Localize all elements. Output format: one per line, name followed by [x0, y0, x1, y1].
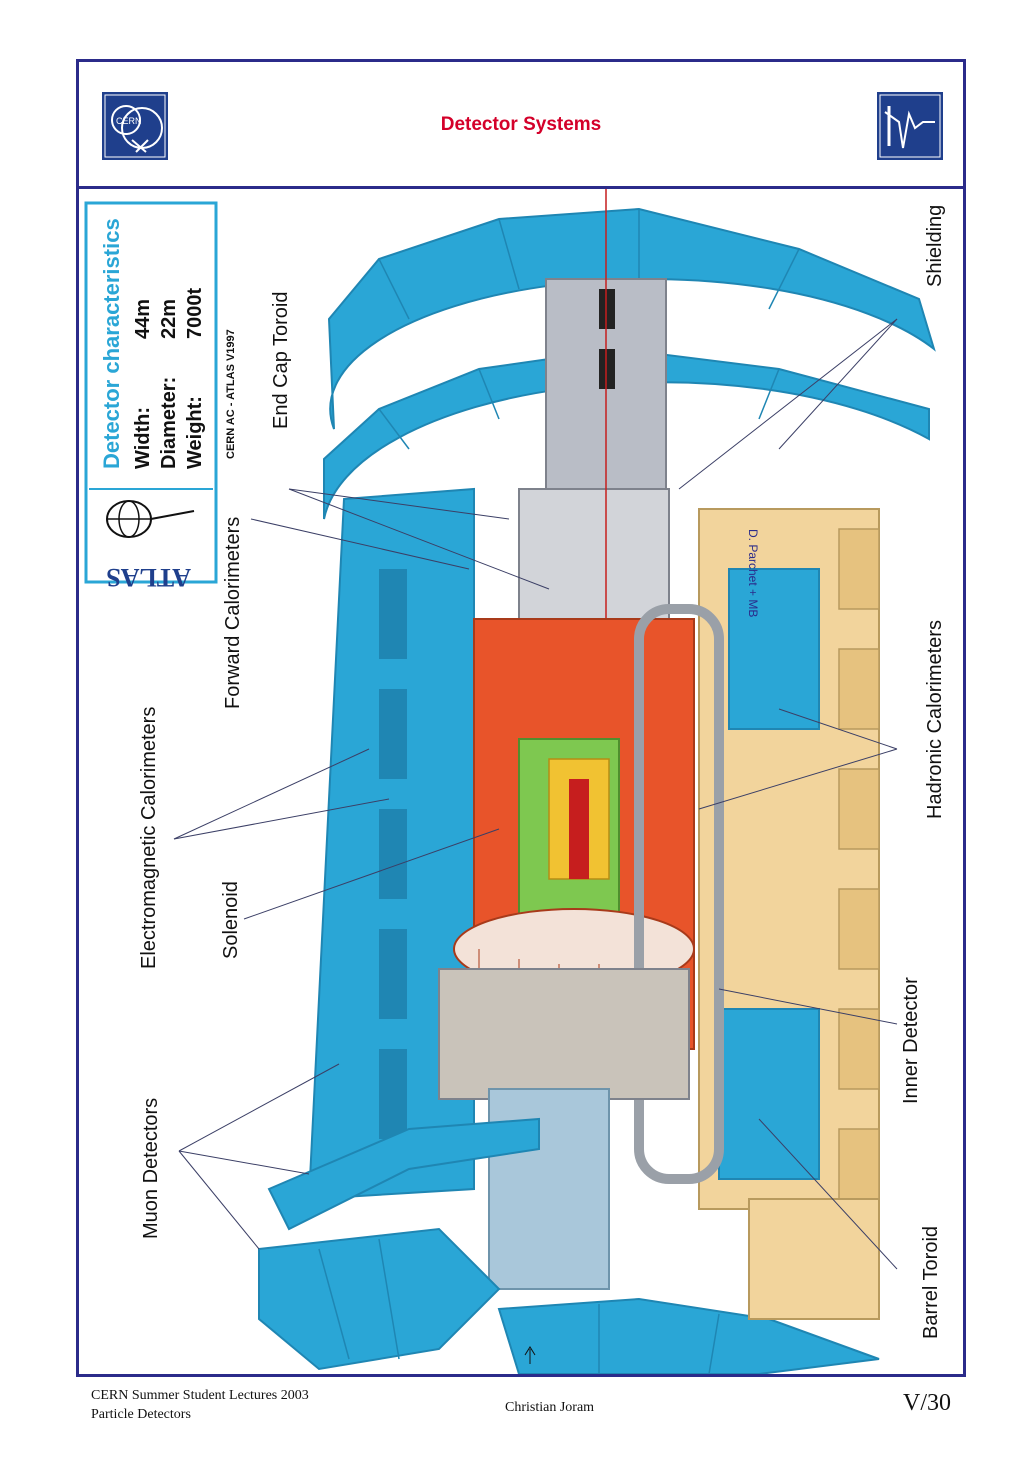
- label-electromagnetic-calorimeters: Electromagnetic Calorimeters: [138, 707, 160, 969]
- atlas-detector-diagram: Detector characteristics Width: 44m Diam…: [84, 189, 946, 1374]
- beam-pipe-bottom: [488, 1088, 610, 1290]
- slide-frame: CERN Detector Systems Detector character…: [76, 59, 966, 1377]
- label-end-cap-toroid: End Cap Toroid: [270, 292, 292, 430]
- info-row-width-label: Width:: [132, 407, 154, 469]
- info-row-width-value: 44m: [132, 299, 154, 339]
- label-hadronic-calorimeters: Hadronic Calorimeters: [924, 620, 946, 819]
- info-box-credit: CERN AC - ATLAS V1997: [225, 329, 237, 459]
- slide-header: CERN Detector Systems: [79, 62, 963, 189]
- detector-characteristics-box: Detector characteristics Width: 44m Diam…: [84, 201, 237, 592]
- page-title: Detector Systems: [440, 114, 602, 135]
- signal-pulse-logo-icon: [877, 92, 943, 160]
- footer-course: CERN Summer Student Lectures 2003 Partic…: [91, 1386, 309, 1424]
- shielding-bottom: [438, 968, 690, 1100]
- outer-muon-panels-right: [718, 568, 820, 1180]
- footer-line-2: Particle Detectors: [91, 1407, 191, 1422]
- info-row-diameter-value: 22m: [158, 299, 180, 339]
- label-shielding: Shielding: [924, 205, 946, 287]
- label-forward-calorimeters: Forward Calorimeters: [222, 517, 244, 709]
- cern-logo-text: CERN: [116, 116, 142, 126]
- artist-credit: D. Parchet + MB: [746, 529, 760, 617]
- cern-logo-icon: CERN: [102, 92, 168, 160]
- shielding-top: [518, 189, 670, 709]
- footer-author: Christian Joram: [505, 1400, 595, 1415]
- info-row-weight-value: 7000t: [184, 288, 206, 339]
- leader-lines: [173, 318, 898, 1270]
- atlas-logo-text: ATLAS: [106, 563, 191, 592]
- footer-line-1: CERN Summer Student Lectures 2003: [91, 1388, 309, 1403]
- barrel-muon-chambers: [307, 487, 475, 1201]
- info-box-heading: Detector characteristics: [99, 218, 124, 469]
- info-row-diameter-label: Diameter:: [158, 377, 180, 469]
- barrel-toroid-coil: [634, 604, 724, 1184]
- info-row-weight-label: Weight:: [184, 396, 206, 469]
- label-inner-detector: Inner Detector: [900, 977, 922, 1104]
- beam-arrow-icon: [524, 1346, 536, 1364]
- page-number: V/30: [903, 1390, 951, 1416]
- lower-endcap-muon-wheel: [258, 1117, 880, 1374]
- label-muon-detectors: Muon Detectors: [140, 1098, 162, 1239]
- label-solenoid: Solenoid: [220, 881, 242, 959]
- atlas-logo-icon: [106, 500, 195, 538]
- label-barrel-toroid: Barrel Toroid: [920, 1226, 942, 1339]
